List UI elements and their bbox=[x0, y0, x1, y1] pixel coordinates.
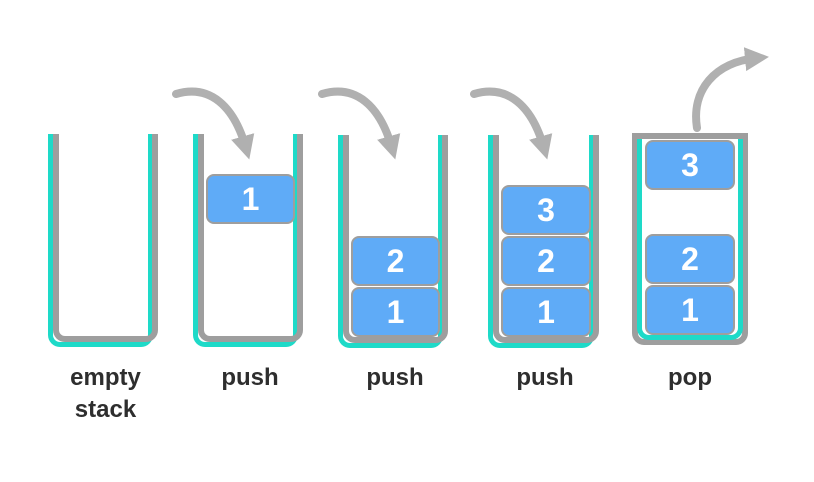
stack-block: 1 bbox=[645, 285, 735, 335]
stack-block: 2 bbox=[351, 236, 440, 286]
stack-block: 1 bbox=[501, 287, 591, 337]
vessel-push-second: 2 1 bbox=[338, 135, 448, 348]
block-value: 1 bbox=[241, 181, 260, 217]
block-value: 1 bbox=[386, 294, 405, 330]
vessel-teal-outline bbox=[637, 139, 743, 340]
vessel-teal-outline bbox=[488, 135, 594, 348]
stack-block: 1 bbox=[351, 287, 440, 337]
block-value: 1 bbox=[681, 292, 699, 328]
vessel-gray-outline bbox=[198, 134, 303, 342]
vessel-teal-outline bbox=[338, 135, 443, 348]
stack-block: 3 bbox=[501, 185, 591, 235]
vessel-push-third: 3 2 1 bbox=[488, 135, 599, 348]
block-value: 1 bbox=[537, 294, 555, 330]
vessel-gray-outline bbox=[493, 135, 599, 343]
vessel-push-first: 1 bbox=[193, 134, 303, 347]
block-value: 2 bbox=[537, 243, 555, 279]
vessel-gray-outline bbox=[632, 133, 748, 345]
label-push-2: push bbox=[366, 364, 424, 391]
label-empty-stack: empty stack bbox=[70, 364, 141, 423]
vessel-empty-stack bbox=[48, 134, 158, 347]
push-arrow-icon bbox=[172, 87, 255, 160]
vessel-gray-outline bbox=[343, 135, 448, 343]
vessel-teal-outline bbox=[193, 134, 298, 347]
stack-block: 2 bbox=[501, 236, 591, 286]
block-value: 2 bbox=[681, 241, 699, 277]
stack-block: 1 bbox=[206, 174, 295, 224]
label-push-3: push bbox=[516, 364, 574, 391]
push-arrow-icon bbox=[318, 87, 401, 160]
label-push-1: push bbox=[221, 364, 279, 391]
block-value: 3 bbox=[681, 147, 699, 183]
vessel-teal-outline bbox=[48, 134, 153, 347]
label-pop: pop bbox=[668, 364, 712, 391]
block-value: 3 bbox=[537, 192, 555, 228]
push-arrow-icon bbox=[470, 87, 553, 160]
block-value: 2 bbox=[386, 243, 405, 279]
stack-block: 2 bbox=[645, 234, 735, 284]
pop-arrow-icon bbox=[692, 47, 769, 132]
vessel-gray-outline bbox=[53, 134, 158, 342]
stack-block-exiting: 3 bbox=[645, 140, 735, 190]
vessel-pop: 3 2 1 bbox=[632, 133, 748, 345]
